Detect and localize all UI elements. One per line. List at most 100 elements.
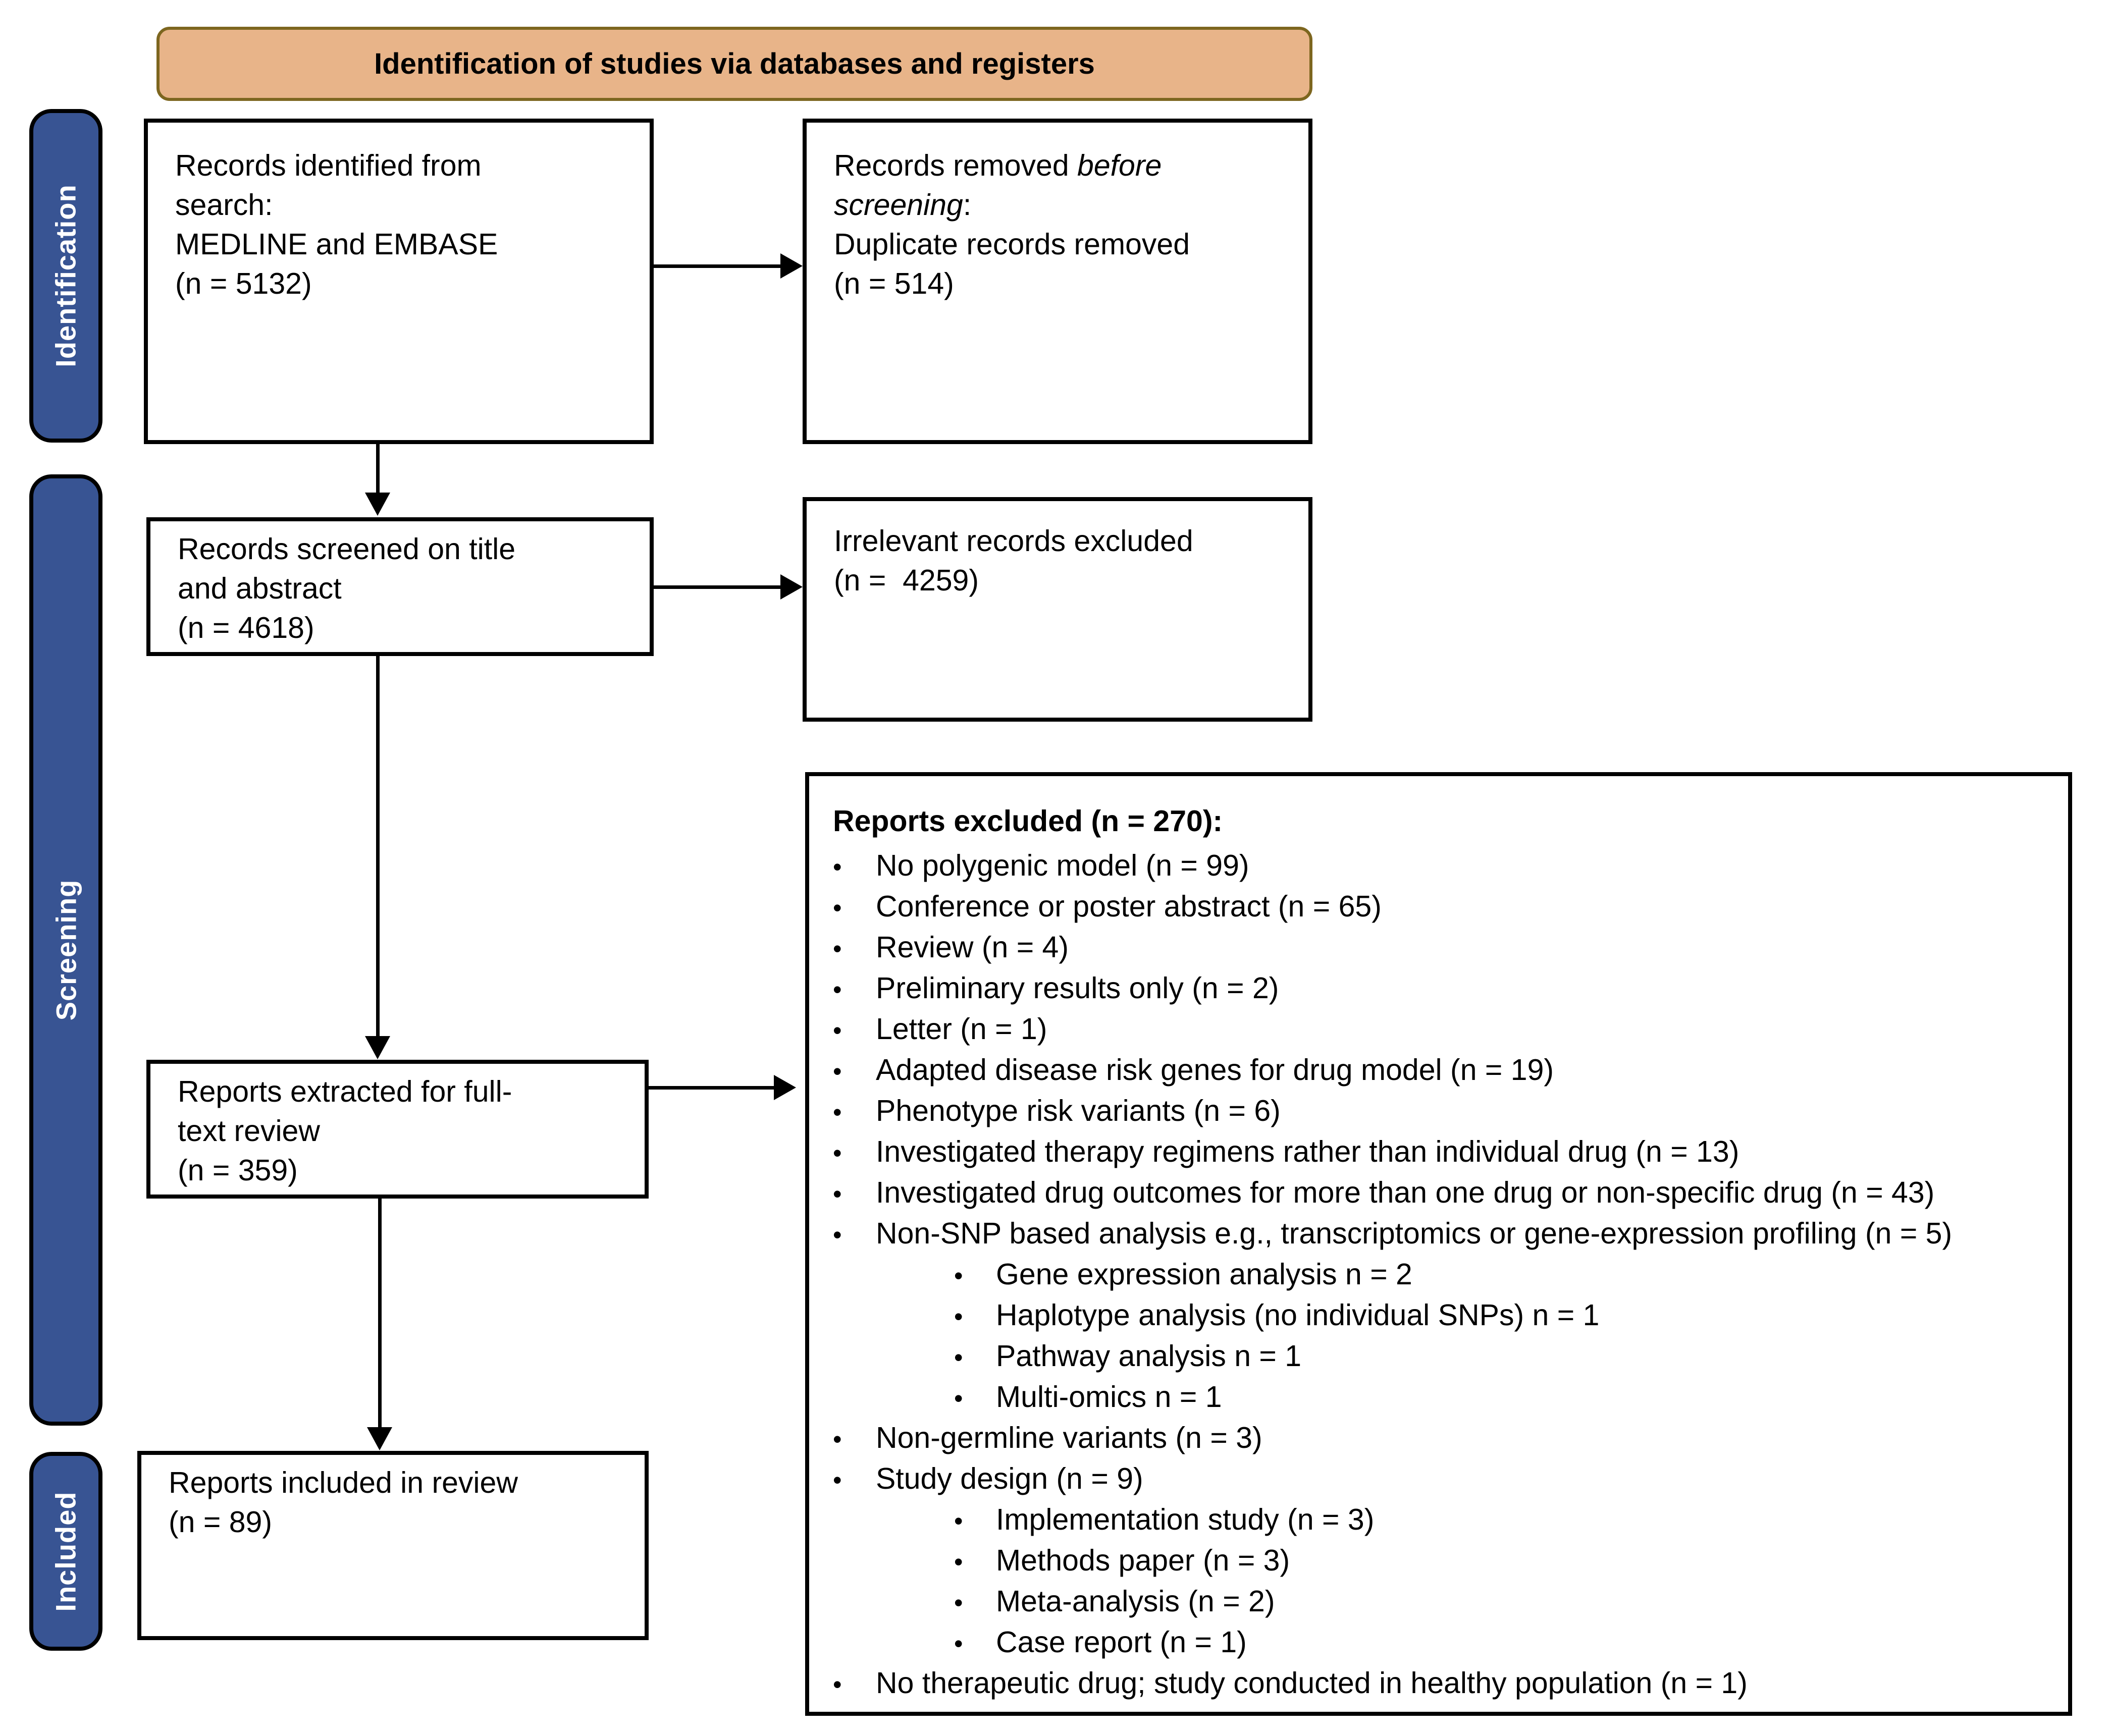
text-line: Duplicate records removed [834,228,1190,261]
arrow-line-identified-to-removed [653,264,783,268]
bullet-icon: • [833,1098,842,1126]
list-item: •Preliminary results only (n = 2) [809,968,2056,1009]
list-item-text: Methods paper (n = 3) [996,1544,1290,1577]
text-line: (n = 89) [169,1505,272,1539]
list-item: • No therapeutic drug; study conducted in… [809,1663,2056,1704]
bullet-icon: • [833,1670,842,1699]
box-reports-excluded: Reports excluded (n = 270): • No polygeni… [805,772,2072,1716]
list-item-text: Phenotype risk variants (n = 6) [876,1094,1281,1127]
text-line: MEDLINE and EMBASE [175,228,498,261]
list-item: • No polygenic model (n = 99) [809,846,2056,887]
bullet-icon: • [954,1630,963,1658]
bullet-icon: • [833,1425,842,1453]
list-item: • Case report (n = 1) [809,1622,2056,1663]
list-item-text: Non-SNP based analysis e.g., transcripto… [876,1217,1952,1250]
text-line: Irrelevant records excluded [834,524,1193,558]
text-line: Reports included in review [169,1466,518,1499]
list-item: • Investigated drug outcomes for more tha… [809,1173,2056,1214]
list-item-text: Letter (n = 1) [876,1012,1047,1046]
list-item-text: Implementation study (n = 3) [996,1503,1375,1536]
list-item: • Non-germline variants (n = 3) [809,1418,2056,1459]
list-item: •Multi-omics n = 1 [809,1377,2056,1418]
text-line: text review [178,1114,320,1148]
stage-included: Included [29,1452,102,1651]
bullet-icon: • [833,1016,842,1045]
list-item-text: Gene expression analysis n = 2 [996,1258,1412,1291]
box-records-identified: Records identified from search: MEDLINE an… [144,119,654,444]
excluded-list: • No polygenic model (n = 99) • Conference … [809,846,2056,1704]
bullet-icon: • [833,1180,842,1208]
box-fulltext-review: Reports extracted for full-text review(n… [146,1060,649,1199]
box-records-removed: Records removed before screening: Duplic… [803,119,1312,444]
text-line: Records identified from [175,149,482,182]
stage-identification: Identification [29,109,102,443]
text-line: (n = 359) [178,1154,298,1187]
list-item: • Non-SNP based analysis e.g., transcript… [809,1214,2056,1255]
list-item: • Conference or poster abstract (n = 65) [809,887,2056,928]
text-line: (n = 4618) [178,611,314,644]
bullet-icon: • [954,1507,963,1535]
bullet-icon: • [833,1466,842,1494]
text-line: search: [175,188,273,222]
list-item: •Review (n = 4) [809,928,2056,968]
arrowhead-identified-to-removed [780,253,803,279]
list-item-text: No therapeutic drug; study conducted in … [876,1666,1748,1700]
bullet-icon: • [833,894,842,922]
list-item-text: Pathway analysis n = 1 [996,1339,1302,1373]
list-item: • Pathway analysis n = 1 [809,1336,2056,1377]
stage-included-label: Included [50,1491,82,1612]
list-item: • Adapted disease risk genes for drug mod… [809,1050,2056,1091]
arrow-line-identified-to-screened [376,443,380,494]
list-item: • Letter (n = 1) [809,1009,2056,1050]
list-item-text: Case report (n = 1) [996,1625,1247,1659]
list-item-text: Meta-analysis (n = 2) [996,1585,1275,1618]
arrowhead-fulltext-to-excluded [774,1075,796,1100]
list-item-text: No polygenic model (n = 99) [876,849,1249,882]
arrowhead-screened-to-fulltext [365,1036,390,1059]
text-line: (n = 5132) [175,267,312,300]
bullet-icon: • [833,1221,842,1249]
banner-title: Identification of studies via databases … [156,27,1312,101]
list-item-text: Non-germline variants (n = 3) [876,1421,1262,1454]
bullet-icon: • [954,1343,963,1372]
list-item-text: Adapted disease risk genes for drug mode… [876,1053,1554,1087]
box-records-screened: Records screened on title and abstract (n … [146,517,654,656]
excluded-title: Reports excluded (n = 270): [833,804,1223,838]
bullet-icon: • [954,1384,963,1413]
list-item-text: Haplotype analysis (no individual SNPs) … [996,1298,1600,1332]
box-irrelevant-excluded: Irrelevant records excluded(n = 4259) [803,497,1312,722]
arrowhead-screened-to-irrelevant [780,574,803,600]
list-item-text: Investigated drug outcomes for more than… [876,1176,1935,1209]
bullet-icon: • [954,1303,963,1331]
arrow-line-fulltext-to-included [378,1199,382,1429]
list-item: • Study design (n = 9) [809,1459,2056,1500]
arrowhead-fulltext-to-included [367,1427,392,1450]
box-reports-included: Reports included in review (n = 89) [137,1451,649,1640]
arrow-line-screened-to-irrelevant [654,585,783,589]
list-item: • Haplotype analysis (no individual SNPs)… [809,1295,2056,1336]
bullet-icon: • [833,975,842,1004]
bullet-icon: • [833,853,842,881]
bullet-icon: • [833,1139,842,1167]
list-item: •Investigated therapy regimens rather th… [809,1132,2056,1173]
text-line: (n = 514) [834,267,954,300]
text-line: and abstract [178,572,342,605]
bullet-icon: • [954,1589,963,1617]
text-line: Records removed before [834,149,1162,182]
text-line: screening: [834,188,972,222]
stage-screening: Screening [29,474,102,1426]
bullet-icon: • [833,1057,842,1086]
arrow-line-screened-to-fulltext [376,656,380,1038]
list-item: • Meta-analysis (n = 2) [809,1582,2056,1622]
bullet-icon: • [954,1548,963,1576]
list-item: • Methods paper (n = 3) [809,1541,2056,1582]
list-item: • Phenotype risk variants (n = 6) [809,1091,2056,1132]
text-line: Records screened on title [178,532,516,566]
list-item-text: Study design (n = 9) [876,1462,1143,1495]
stage-identification-label: Identification [50,184,82,367]
arrow-line-fulltext-to-excluded [649,1086,776,1090]
list-item: • Implementation study (n = 3) [809,1500,2056,1541]
list-item-text: Conference or poster abstract (n = 65) [876,890,1382,923]
arrowhead-identified-to-screened [365,493,390,516]
